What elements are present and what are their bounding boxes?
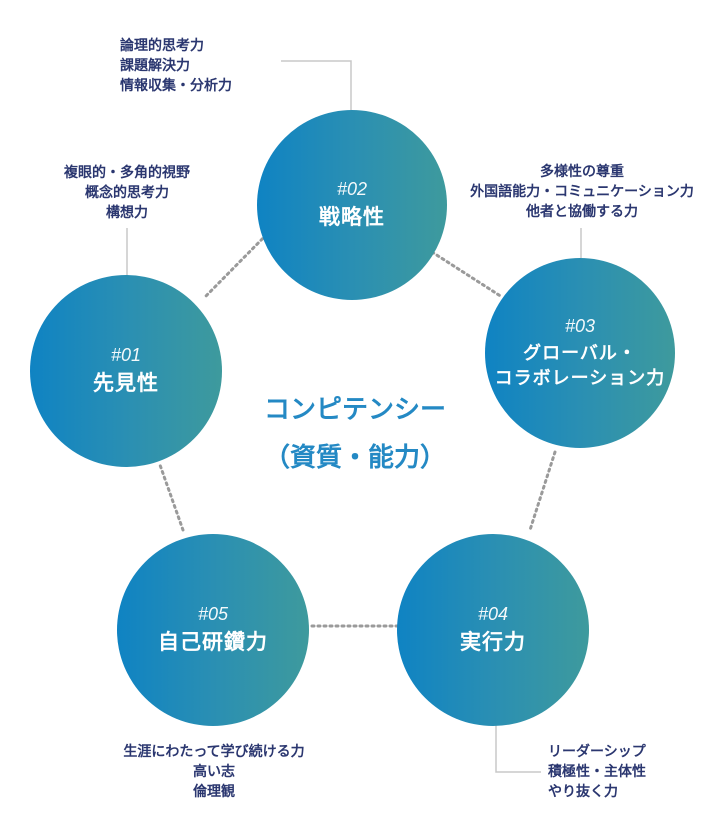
competency-name-line-2: コラボレーション力 [494,367,666,389]
competency-number: #04 [477,604,509,624]
leader-line-04 [495,706,541,773]
competency-number: #05 [197,604,229,624]
leader-line-02 [281,60,352,110]
skill-item: 情報収集・分析力 [120,78,232,94]
competency-name: 戦略性 [319,205,385,229]
center-title-text: コンピテンシー [263,395,446,425]
skill-item: やり抜く力 [548,784,618,800]
dotted-link-02-03 [430,250,504,299]
skill-item: 複眼的・多角的視野 [64,165,190,181]
skill-item: 論理的思考力 [120,38,204,54]
skills-list-02: 論理的思考力 課題解決力 情報収集・分析力 [120,36,232,96]
competency-name: 自己研鑽力 [158,630,268,654]
dotted-link-05-01 [158,463,185,532]
competency-circle-04: #04 実行力 [397,534,589,726]
competency-number: #03 [564,315,596,336]
skills-list-04: リーダーシップ 積極性・主体性 やり抜く力 [548,742,646,802]
skills-list-05: 生涯にわたって学び続ける力 高い志 倫理観 [84,742,344,802]
skill-item: 概念的思考力 [85,185,169,201]
competency-circle-02: #02 戦略性 [257,110,447,300]
skill-item: 構想力 [106,205,148,221]
competency-number: #02 [336,179,368,199]
skill-item: リーダーシップ [548,744,646,760]
skill-item: 他者と協働する力 [526,204,638,220]
competency-name-line-1: グローバル・ [523,342,637,364]
skill-item: 生涯にわたって学び続ける力 [123,744,305,760]
skills-list-01: 複眼的・多角的視野 概念的思考力 構想力 [27,163,227,223]
skill-item: 多様性の尊重 [540,164,624,180]
skill-item: 外国語能力・コミュニケーション力 [470,184,694,200]
skill-item: 高い志 [193,764,235,780]
competency-circle-03: #03 グローバル・ コラボレーション力 [485,258,675,448]
competency-name: 先見性 [93,371,159,395]
competency-circle-05: #05 自己研鑽力 [117,534,309,726]
skill-item: 課題解決力 [120,58,190,74]
skill-item: 倫理観 [193,784,235,800]
center-subtitle-text: （資質・能力） [263,443,446,473]
center-title: コンピテンシー （資質・能力） [235,392,475,478]
competency-name: 実行力 [460,630,526,654]
competency-circle-01: #01 先見性 [30,275,222,467]
skills-list-03: 多様性の尊重 外国語能力・コミュニケーション力 他者と協働する力 [451,162,713,222]
dotted-link-03-04 [528,450,557,532]
competency-number: #01 [110,345,142,365]
skill-item: 積極性・主体性 [548,764,646,780]
